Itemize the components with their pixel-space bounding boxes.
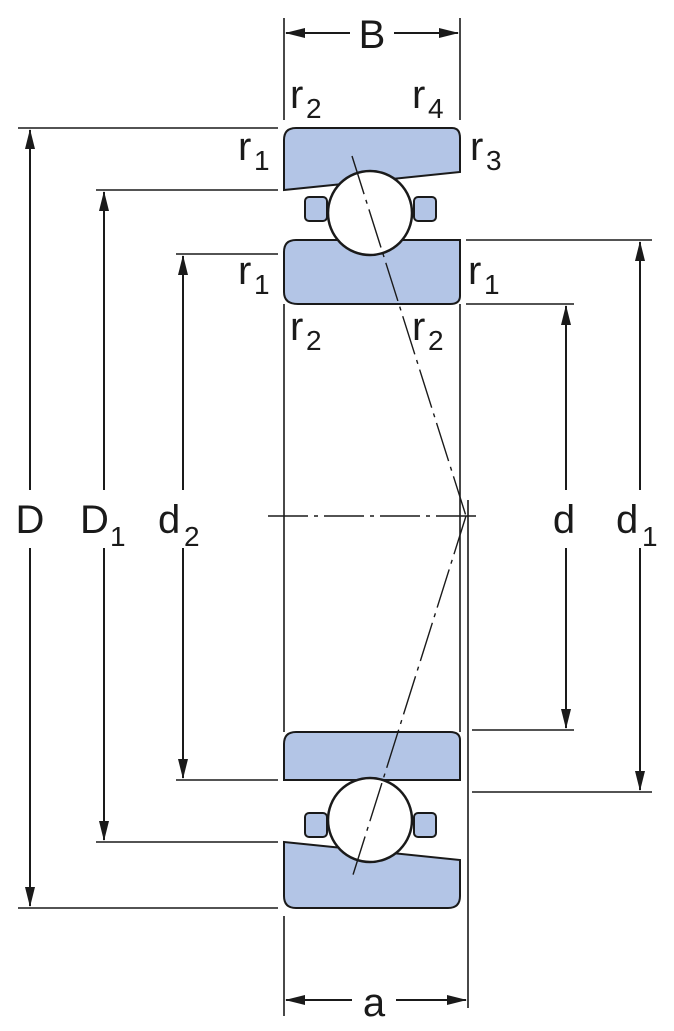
label-r2-lower-left: r 2 [290, 305, 322, 356]
label-d2-sub: 2 [184, 521, 200, 552]
label-d1-main: d [616, 498, 638, 542]
upper-cage-left [304, 196, 328, 222]
label-r-sub: 1 [254, 269, 270, 300]
label-r: r [468, 249, 481, 293]
label-r: r [412, 305, 425, 349]
label-r1-inner-right: r 1 [468, 249, 500, 300]
label-r: r [470, 125, 483, 169]
upper-cage-right [413, 196, 437, 222]
label-r: r [290, 305, 303, 349]
label-r-sub: 2 [428, 325, 444, 356]
label-B: B [359, 13, 386, 57]
lower-outer-ring [283, 840, 461, 909]
label-r-sub: 4 [428, 93, 444, 124]
label-r: r [290, 73, 303, 117]
label-D1-sub: 1 [110, 521, 126, 552]
label-d1: d 1 [616, 498, 658, 552]
upper-inner-ring [283, 239, 461, 305]
label-D1: D 1 [80, 498, 126, 552]
label-r4-top: r 4 [412, 73, 444, 124]
lower-section [283, 731, 461, 909]
label-r1-upper-left: r 1 [238, 125, 270, 176]
label-d2: d 2 [158, 498, 200, 552]
lower-cage-right [413, 812, 437, 838]
contact-line-upper [351, 155, 467, 517]
lower-cage-left [304, 812, 328, 838]
label-r-sub: 2 [306, 325, 322, 356]
label-r-sub: 2 [306, 93, 322, 124]
label-a: a [363, 981, 386, 1025]
label-d: d [553, 498, 575, 542]
label-r3-upper-right: r 3 [470, 125, 502, 176]
upper-section [283, 127, 461, 305]
label-r-sub: 1 [254, 145, 270, 176]
upper-outer-ring [283, 127, 461, 192]
label-r: r [412, 73, 425, 117]
label-d1-sub: 1 [642, 521, 658, 552]
label-r-sub: 1 [484, 269, 500, 300]
label-r-sub: 3 [486, 145, 502, 176]
label-r: r [238, 125, 251, 169]
label-r2-top: r 2 [290, 73, 322, 124]
label-D: D [16, 498, 45, 542]
label-D1-main: D [80, 498, 109, 542]
contact-line-lower [351, 515, 467, 879]
label-r: r [238, 249, 251, 293]
label-r2-lower-right: r 2 [412, 305, 444, 356]
lower-inner-ring [283, 731, 461, 781]
label-d2-main: d [158, 498, 180, 542]
label-r1-inner-left: r 1 [238, 249, 270, 300]
